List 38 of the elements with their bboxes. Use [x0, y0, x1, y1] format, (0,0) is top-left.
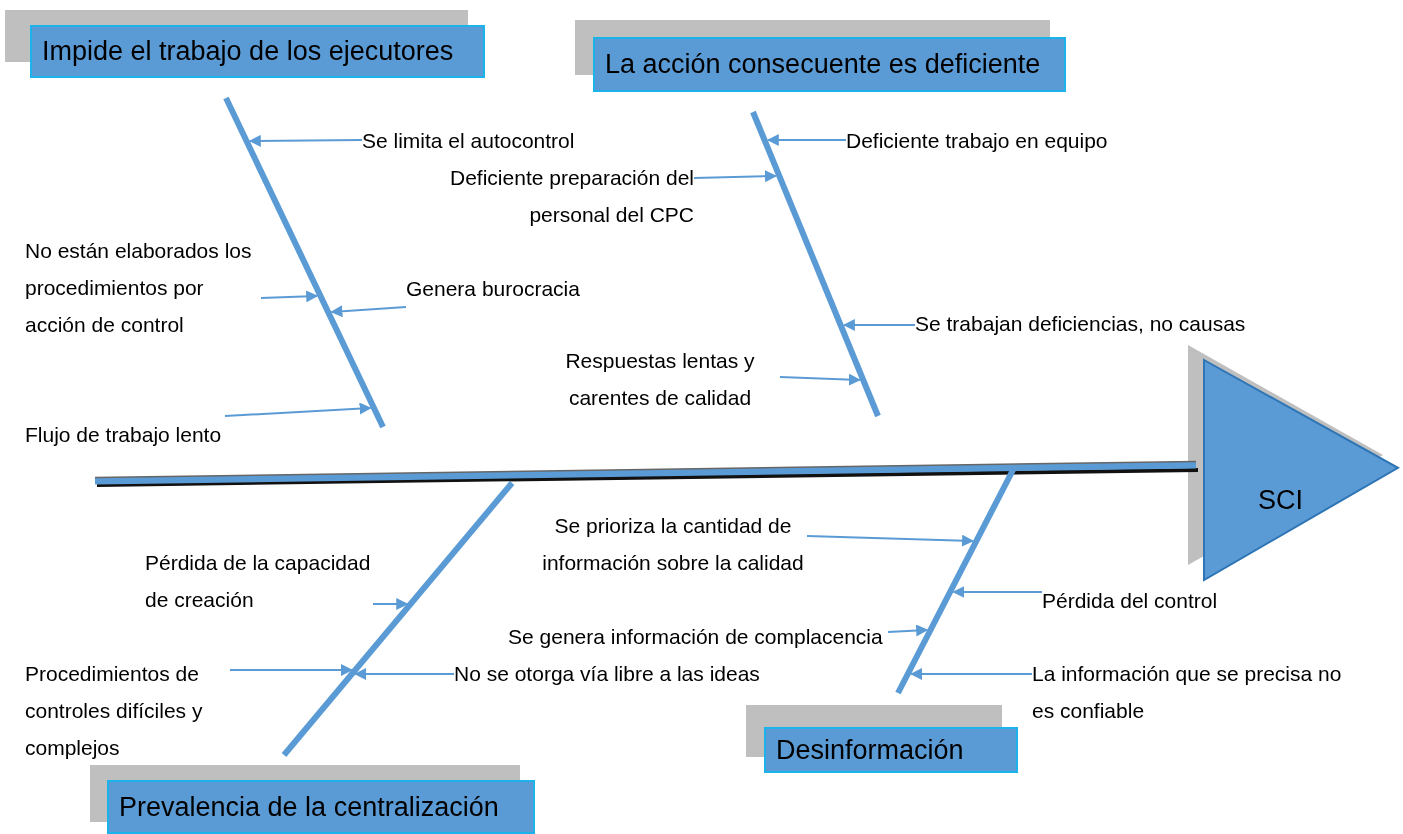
- cause-label: No se otorga vía libre a las ideas: [454, 655, 774, 692]
- arrow: [842, 319, 916, 331]
- category-box: Impide el trabajo de los ejecutores: [30, 25, 485, 78]
- arrow: [260, 290, 319, 303]
- cause-label: Genera burocracia: [406, 270, 606, 307]
- cause-label: Pérdida del control: [1042, 582, 1242, 619]
- cause-label: La información que se precisa no es confiable: [1032, 655, 1362, 729]
- cause-label: Flujo de trabajo lento: [25, 416, 225, 453]
- fishbone-bone: [895, 464, 1018, 695]
- arrow: [224, 402, 372, 417]
- arrow: [372, 598, 409, 610]
- cause-label: No están elaborados los procedimientos por acción de control: [25, 232, 261, 343]
- arrow: [766, 134, 847, 146]
- cause-label: Deficiente trabajo en equipo: [846, 122, 1136, 159]
- category-box: Desinformación: [764, 727, 1018, 773]
- category-box: La acción consecuente es deficiente: [593, 37, 1066, 92]
- cause-label: Se limita el autocontrol: [362, 122, 602, 159]
- cause-label: Procedimientos de controles difíciles y complejos: [25, 655, 230, 766]
- effect-label: SCI: [1258, 485, 1303, 516]
- arrow: [229, 664, 353, 676]
- cause-label: Se trabajan deficiencias, no causas: [915, 305, 1275, 342]
- arrow: [248, 134, 363, 147]
- fishbone-bone: [223, 96, 386, 429]
- arrow: [952, 586, 1043, 598]
- arrow: [910, 668, 1033, 680]
- cause-label: Pérdida de la capacidad de creación: [145, 544, 373, 618]
- arrow: [330, 305, 407, 318]
- cause-label: Respuestas lentas y carentes de calidad: [540, 342, 780, 416]
- arrow: [693, 170, 777, 183]
- arrow: [354, 668, 455, 680]
- cause-label: Se genera información de complacencia: [508, 618, 888, 655]
- arrow: [806, 534, 975, 547]
- cause-label: Se prioriza la cantidad de información sobre la calidad: [539, 507, 807, 581]
- effect-triangle: [1203, 358, 1400, 582]
- arrow: [779, 373, 861, 386]
- category-box: Prevalencia de la centralización: [107, 780, 535, 834]
- cause-label: Deficiente preparación del personal del CPC: [430, 159, 694, 233]
- arrow: [887, 624, 929, 637]
